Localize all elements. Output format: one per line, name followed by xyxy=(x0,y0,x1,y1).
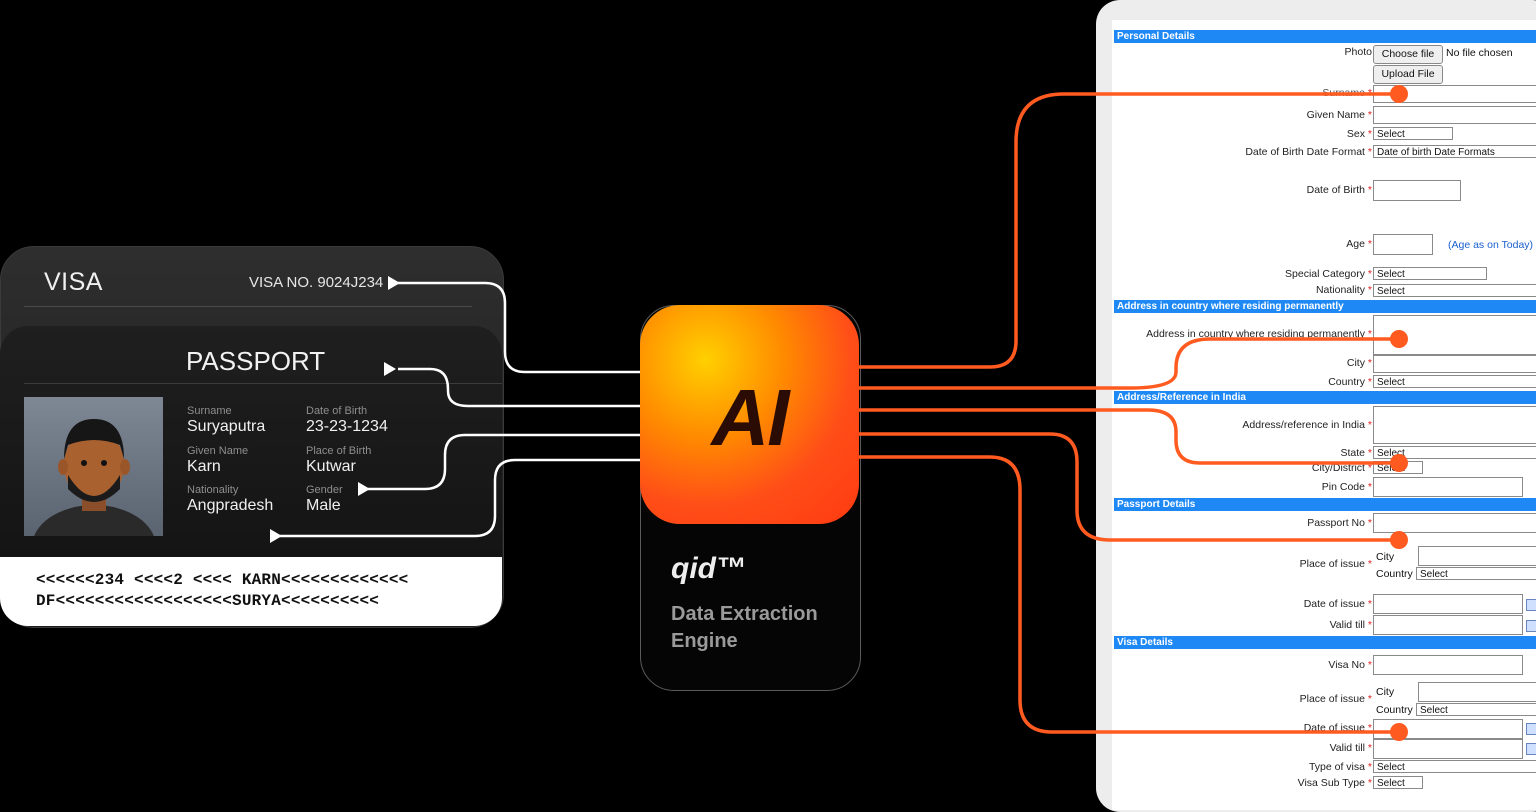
sex-label: Sex * xyxy=(1346,128,1372,140)
age-label: Age * xyxy=(1346,238,1372,250)
pob-value: Kutwar xyxy=(306,458,356,475)
type-of-visa-label: Type of visa * xyxy=(1308,761,1372,773)
passport-city-label: City xyxy=(1376,551,1395,563)
address-permanent-label: Address in country where residing perman… xyxy=(1146,328,1372,340)
calendar-icon[interactable] xyxy=(1526,599,1536,611)
dob-field-label: Date of Birth * xyxy=(1306,184,1372,196)
given-name-input[interactable] xyxy=(1373,106,1536,124)
visa-divider xyxy=(24,306,472,307)
no-file-text: No file chosen xyxy=(1446,47,1513,59)
passport-country-select[interactable]: Select xyxy=(1416,567,1536,580)
section-passport-details: Passport Details xyxy=(1114,498,1536,511)
dob-value: 23-23-1234 xyxy=(306,418,388,435)
passport-valid-till-input[interactable] xyxy=(1373,615,1523,635)
passport-title: PASSPORT xyxy=(186,346,326,376)
visa-issue-date-input[interactable] xyxy=(1373,719,1523,739)
address-india-input[interactable] xyxy=(1373,406,1536,444)
connector-dots xyxy=(1390,85,1408,741)
ai-logo-text: AI xyxy=(711,373,790,462)
calendar-icon[interactable] xyxy=(1526,743,1536,755)
section-address-permanent: Address in country where residing perman… xyxy=(1114,300,1536,313)
calendar-icon[interactable] xyxy=(1526,723,1536,735)
input-connectors xyxy=(280,281,640,538)
nationality-select[interactable]: Select xyxy=(1373,284,1536,297)
passport-city-input[interactable] xyxy=(1418,546,1536,566)
visa-number: VISA NO. 9024J234 xyxy=(249,274,384,291)
address-india-label: Address/reference in India * xyxy=(1242,419,1372,431)
visa-valid-till-input[interactable] xyxy=(1373,739,1523,759)
section-visa-details: Visa Details xyxy=(1114,636,1536,649)
arrow-icons xyxy=(270,276,400,543)
city-input[interactable] xyxy=(1373,355,1536,373)
choose-file-button[interactable]: Choose file xyxy=(1373,45,1443,64)
pin-code-input[interactable] xyxy=(1373,477,1523,497)
city-label: City * xyxy=(1346,357,1372,369)
sex-select[interactable]: Select xyxy=(1373,127,1453,140)
nationality-label: Nationality xyxy=(187,484,239,496)
photo-label: Photo xyxy=(1344,46,1372,58)
mrz-line-2: DF<<<<<<<<<<<<<<<<<<SURYA<<<<<<<<<< xyxy=(36,592,380,610)
visa-valid-till-label: Valid till * xyxy=(1329,742,1372,754)
passport-issue-date-input[interactable] xyxy=(1373,594,1523,614)
given-name-value: Karn xyxy=(187,458,221,475)
visa-title: VISA xyxy=(44,268,103,296)
dob-format-select[interactable]: Date of birth Date Formats xyxy=(1373,145,1536,158)
visa-place-label: Place of issue * xyxy=(1299,693,1372,705)
brand-name: qid™ xyxy=(671,552,746,585)
special-category-select[interactable]: Select xyxy=(1373,267,1487,280)
given-name-label: Given Name xyxy=(187,445,249,457)
passport-no-label: Passport No * xyxy=(1307,517,1372,529)
dob-label: Date of Birth xyxy=(306,405,368,417)
mrz-strip xyxy=(0,557,502,626)
passport-no-input[interactable] xyxy=(1373,513,1536,533)
visa-sub-type-select[interactable]: Select xyxy=(1373,776,1423,789)
nationality-field-label: Nationality * xyxy=(1315,284,1372,296)
mrz-line-1: <<<<<<234 <<<<2 <<<< KARN<<<<<<<<<<<<< xyxy=(36,571,409,589)
visa-city-label: City xyxy=(1376,686,1395,698)
engine-tagline: Data Extraction Engine xyxy=(671,603,818,652)
visa-country-label: Country xyxy=(1376,704,1413,716)
pin-code-label: Pin Code * xyxy=(1321,481,1372,493)
passport-issue-date-label: Date of issue * xyxy=(1303,598,1372,610)
visa-country-select[interactable]: Select xyxy=(1416,703,1536,716)
special-category-label: Special Category * xyxy=(1285,268,1372,280)
state-label: State * xyxy=(1340,447,1372,459)
passport-photo xyxy=(24,397,163,536)
visa-no-label: Visa No * xyxy=(1328,659,1372,671)
age-input[interactable] xyxy=(1373,234,1433,255)
ai-tile xyxy=(640,305,859,524)
age-note: (Age as on Today) xyxy=(1448,239,1534,251)
dob-input[interactable] xyxy=(1373,180,1461,201)
gender-value: Male xyxy=(306,497,341,514)
calendar-icon[interactable] xyxy=(1526,620,1536,632)
type-of-visa-select[interactable]: Select xyxy=(1373,760,1536,773)
state-select[interactable]: Select xyxy=(1373,446,1536,459)
gender-label: Gender xyxy=(306,484,343,496)
avatar-icon xyxy=(34,419,154,536)
upload-file-button[interactable]: Upload File xyxy=(1373,65,1443,84)
section-personal-details: Personal Details xyxy=(1114,30,1536,43)
surname-value: Suryaputra xyxy=(187,418,266,435)
passport-divider xyxy=(24,383,502,384)
passport-country-label: Country xyxy=(1376,568,1413,580)
city-district-label: City/District * xyxy=(1311,462,1372,474)
dob-format-label: Date of Birth Date Format * xyxy=(1245,146,1372,158)
output-connectors xyxy=(859,92,1399,734)
passport-place-label: Place of issue * xyxy=(1299,558,1372,570)
visa-no-input[interactable] xyxy=(1373,655,1523,675)
pob-label: Place of Birth xyxy=(306,445,372,457)
section-address-india: Address/Reference in India xyxy=(1114,391,1536,404)
visa-city-input[interactable] xyxy=(1418,682,1536,702)
country-label: Country * xyxy=(1328,376,1372,388)
nationality-value: Angpradesh xyxy=(187,497,274,514)
passport-valid-till-label: Valid till * xyxy=(1329,619,1372,631)
country-select[interactable]: Select xyxy=(1373,375,1536,388)
visa-sub-type-label: Visa Sub Type * xyxy=(1297,777,1372,789)
surname-label: Surname xyxy=(187,405,232,417)
given-name-field-label: Given Name * xyxy=(1306,109,1372,121)
